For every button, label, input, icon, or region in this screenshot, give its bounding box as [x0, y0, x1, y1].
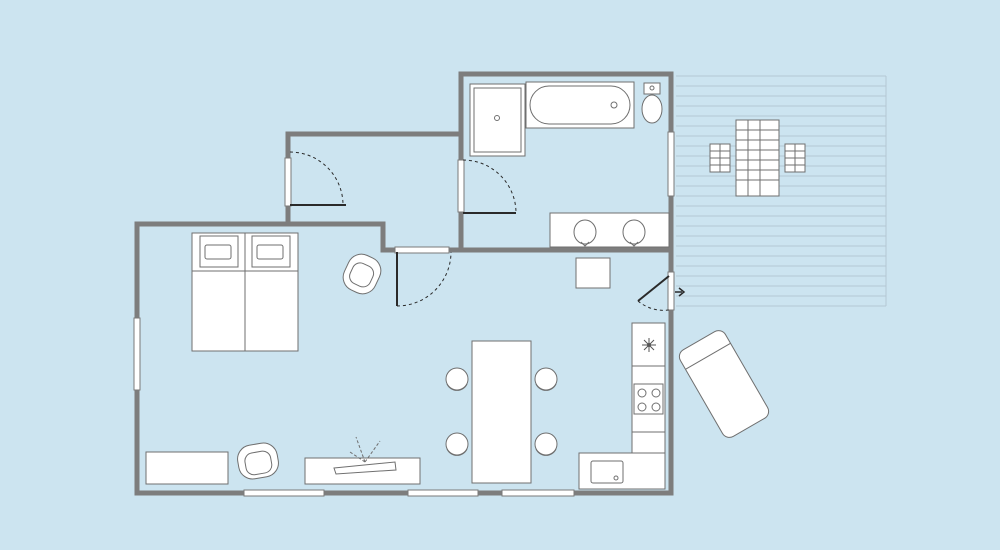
snowflake-icon — [642, 338, 656, 352]
windows — [133, 131, 675, 497]
tv-unit — [304, 436, 421, 485]
armchairs — [237, 253, 382, 480]
bathroom-fixtures — [469, 81, 670, 248]
dining-set — [445, 340, 558, 484]
exit-arrow-icon — [675, 287, 686, 297]
doors — [289, 151, 670, 311]
bedroom-furniture — [145, 232, 299, 485]
storage-box — [575, 257, 611, 289]
terrace-furniture — [678, 119, 806, 438]
